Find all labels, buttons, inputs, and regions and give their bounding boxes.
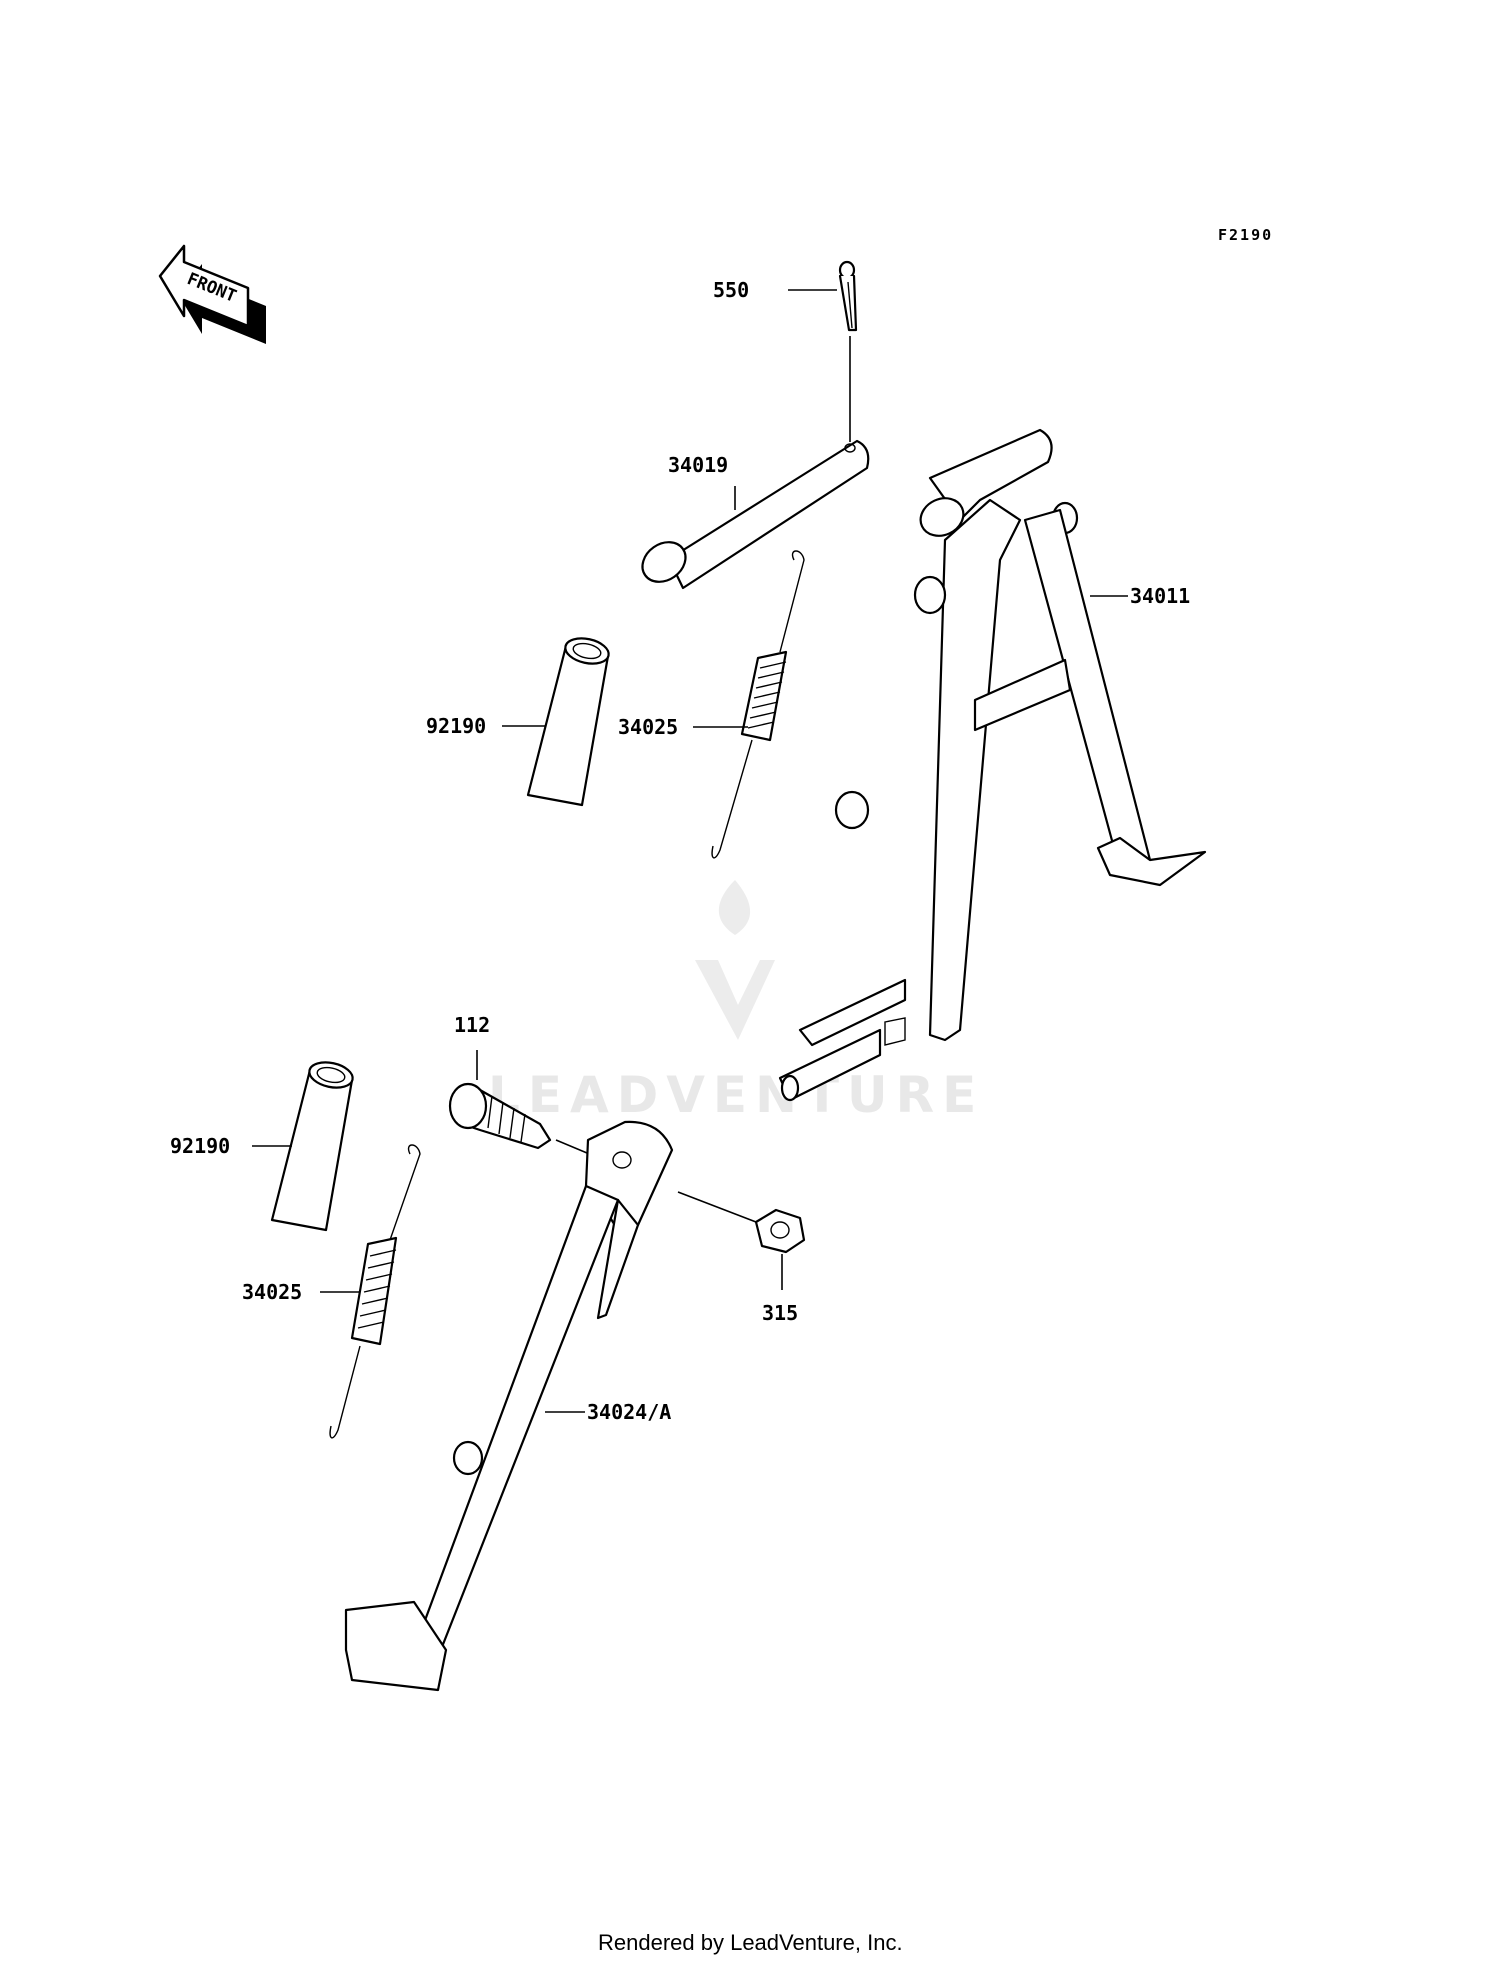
callout-34011: 34011 xyxy=(1130,584,1190,608)
front-arrow-icon: FRONT xyxy=(158,244,266,344)
spring-lower xyxy=(320,1144,421,1439)
callout-112: 112 xyxy=(454,1013,490,1037)
callout-550: 550 xyxy=(713,278,749,302)
footer-credit: Rendered by LeadVenture, Inc. xyxy=(598,1930,903,1955)
diagram-code: F2190 xyxy=(1218,226,1273,244)
callout-34025-lower: 34025 xyxy=(242,1280,302,1304)
collar-upper xyxy=(502,637,610,807)
watermark-logo xyxy=(695,960,775,1040)
callout-92190-lower: 92190 xyxy=(170,1134,230,1158)
callout-34025-upper: 34025 xyxy=(618,715,678,739)
watermark-text: LEADVENTURE xyxy=(488,1066,984,1124)
bolt xyxy=(448,1050,619,1167)
center-stand xyxy=(778,428,1207,1102)
nut xyxy=(677,1191,806,1290)
callout-34024a: 34024/A xyxy=(587,1400,671,1424)
callout-34019: 34019 xyxy=(668,453,728,477)
callout-315: 315 xyxy=(762,1301,798,1325)
stand-pivot-pin xyxy=(641,439,870,590)
side-stand xyxy=(344,1120,674,1692)
cotter-pin xyxy=(788,260,858,442)
callout-92190-upper: 92190 xyxy=(426,714,486,738)
collar-lower xyxy=(252,1061,354,1232)
spring-upper xyxy=(693,550,805,859)
watermark: LEADVENTURE xyxy=(488,880,984,1124)
